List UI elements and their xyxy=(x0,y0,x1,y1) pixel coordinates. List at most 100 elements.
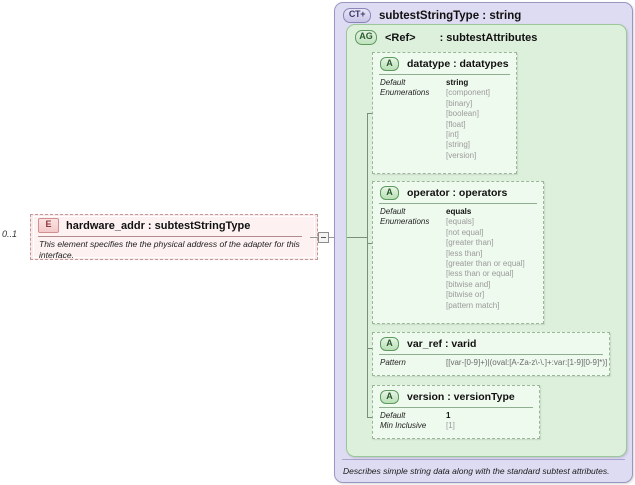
attribute-divider xyxy=(379,407,533,408)
element-documentation: This element specifies the the physical … xyxy=(39,239,300,260)
attribute-divider xyxy=(379,74,510,75)
facet-value: [bitwise and] xyxy=(446,279,491,289)
facet-row-enum: [string] xyxy=(380,140,490,150)
facet-value: [less than or equal] xyxy=(446,269,514,279)
attribute-box-version[interactable]: A version : versionType Default 1 Min In… xyxy=(372,385,540,439)
facet-row-enum: [version] xyxy=(380,151,490,161)
facet-label-spacer xyxy=(380,280,446,290)
attribute-title: operator : operators xyxy=(407,187,508,199)
attribute-facets-varref: Pattern [[var-[0-9]+)|(oval:[A-Za-z\-\.]… xyxy=(380,358,607,368)
facet-row-enum: [bitwise and] xyxy=(380,280,525,290)
facet-value: equals xyxy=(446,207,472,216)
facet-value: [[var-[0-9]+)|(oval:[A-Za-z\-\.]+:var:[1… xyxy=(446,358,608,367)
attribute-facets-datatype: Default string Enumerations [component] … xyxy=(380,78,490,161)
facet-label: Enumerations xyxy=(380,88,430,98)
element-title: hardware_addr : subtestStringType xyxy=(66,219,251,232)
attributegroup-header: AG <Ref> : subtestAttributes xyxy=(355,30,537,45)
attribute-header-datatype: A datatype : datatypes xyxy=(380,57,509,71)
complextype-footer-divider xyxy=(342,459,625,460)
facet-label-spacer xyxy=(380,109,446,119)
facet-label-spacer xyxy=(380,140,446,150)
facet-row-default: Default 1 xyxy=(380,411,455,421)
tree-entry-line xyxy=(347,237,368,238)
facet-label-spacer xyxy=(380,249,446,259)
facet-value: [pattern match] xyxy=(446,300,500,310)
attribute-badge-icon: A xyxy=(380,390,399,404)
attribute-divider xyxy=(379,203,537,204)
element-title-row: E hardware_addr : subtestStringType xyxy=(38,218,250,233)
facet-row-enum: [greater than or equal] xyxy=(380,259,525,269)
facet-value: [bitwise or] xyxy=(446,290,485,300)
attribute-box-varref[interactable]: A var_ref : varid Pattern [[var-[0-9]+)|… xyxy=(372,332,610,376)
attribute-box-operator[interactable]: A operator : operators Default equals En… xyxy=(372,181,544,324)
facet-row-mininclusive: Min Inclusive [1] xyxy=(380,421,455,431)
facet-label: Default xyxy=(380,411,406,420)
facet-label-spacer xyxy=(380,228,446,238)
facet-row-enum: [float] xyxy=(380,120,490,130)
facet-row-enum: [less than] xyxy=(380,249,525,259)
attribute-title: var_ref : varid xyxy=(407,338,477,350)
facet-label: Default xyxy=(380,78,406,87)
attribute-title: datatype : datatypes xyxy=(407,58,509,70)
facet-value: [float] xyxy=(446,119,466,129)
facet-row-enum: [bitwise or] xyxy=(380,290,525,300)
facet-label-spacer xyxy=(380,238,446,248)
facet-value: [string] xyxy=(446,140,471,150)
facet-row-enum: [binary] xyxy=(380,99,490,109)
attribute-divider xyxy=(379,354,603,355)
attribute-box-datatype[interactable]: A datatype : datatypes Default string En… xyxy=(372,52,517,174)
facet-row-enum: [int] xyxy=(380,130,490,140)
facet-value: 1 xyxy=(446,411,451,420)
facet-label-spacer xyxy=(380,120,446,130)
facet-label-spacer xyxy=(380,259,446,269)
facet-row-enum: [pattern match] xyxy=(380,301,525,311)
attribute-facets-version: Default 1 Min Inclusive [1] xyxy=(380,411,455,432)
attributegroup-type-label: : subtestAttributes xyxy=(439,31,538,44)
element-box[interactable]: E hardware_addr : subtestStringType This… xyxy=(30,214,320,262)
facet-label: Min Inclusive xyxy=(380,421,427,431)
facet-label-spacer xyxy=(380,151,446,161)
complextype-badge-icon: CT+ xyxy=(343,8,371,23)
element-expand-minus-icon[interactable] xyxy=(318,232,329,243)
facet-row-enumerations: Enumerations [component] xyxy=(380,88,490,98)
complextype-title: subtestStringType : string xyxy=(379,9,522,22)
facet-value: [version] xyxy=(446,150,477,160)
attribute-title: version : versionType xyxy=(407,391,515,403)
attributegroup-ref-label: <Ref> xyxy=(385,31,416,44)
attribute-badge-icon: A xyxy=(380,57,399,71)
facet-value: [binary] xyxy=(446,98,473,108)
facet-row-enum: [less than or equal] xyxy=(380,269,525,279)
element-divider xyxy=(38,236,302,237)
attribute-facets-operator: Default equals Enumerations [equals] [no… xyxy=(380,207,525,311)
facet-label: Pattern xyxy=(380,358,406,367)
attribute-badge-icon: A xyxy=(380,186,399,200)
facet-value: [greater than or equal] xyxy=(446,259,525,269)
attribute-header-version: A version : versionType xyxy=(380,390,515,404)
facet-label-spacer xyxy=(380,269,446,279)
facet-label-spacer xyxy=(380,290,446,300)
element-badge-icon: E xyxy=(38,218,59,233)
attribute-header-operator: A operator : operators xyxy=(380,186,507,200)
facet-value: [1] xyxy=(446,421,455,431)
facet-value: [less than] xyxy=(446,248,483,258)
facet-row-enum: [boolean] xyxy=(380,109,490,119)
facet-value: [boolean] xyxy=(446,109,479,119)
facet-value-list: [component] xyxy=(446,88,490,98)
facet-label-spacer xyxy=(380,130,446,140)
facet-value: [equals] xyxy=(446,217,475,227)
facet-value: [component] xyxy=(446,88,491,98)
facet-row-default: Default equals xyxy=(380,207,525,217)
facet-row-enum: [greater than] xyxy=(380,238,525,248)
facet-value: [greater than] xyxy=(446,238,494,248)
attribute-header-varref: A var_ref : varid xyxy=(380,337,476,351)
complextype-header: CT+ subtestStringType : string xyxy=(343,8,521,23)
element-cardinality: 0..1 xyxy=(2,229,18,239)
tree-trunk xyxy=(367,113,368,417)
attribute-badge-icon: A xyxy=(380,337,399,351)
complextype-annotation: Describes simple string data along with … xyxy=(343,466,610,476)
facet-value: string xyxy=(446,78,469,87)
facet-row-enumerations: Enumerations [equals] xyxy=(380,217,525,227)
attributegroup-badge-icon: AG xyxy=(355,30,377,45)
facet-row-default: Default string xyxy=(380,78,490,88)
facet-value: [not equal] xyxy=(446,227,484,237)
